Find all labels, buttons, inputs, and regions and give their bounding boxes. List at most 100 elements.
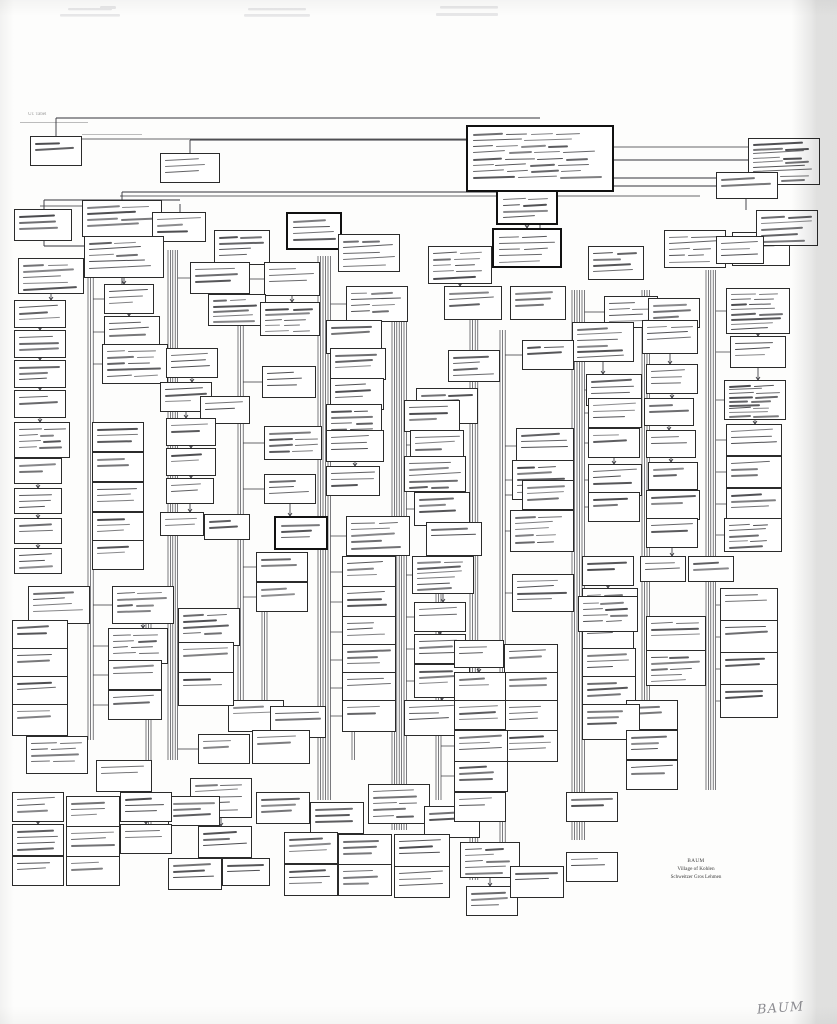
ink-stroke: [724, 630, 768, 635]
ink-stroke: [70, 837, 107, 841]
node-handwriting: [343, 587, 395, 617]
ink-stroke: [537, 516, 562, 518]
ink-stroke: [559, 176, 603, 179]
ink-stroke: [454, 264, 476, 267]
ink-stroke: [60, 742, 83, 745]
node-handwriting: [179, 643, 233, 675]
ink-stroke: [266, 377, 302, 381]
ink-stroke: [346, 603, 388, 607]
family-tree-node: [14, 300, 66, 328]
ink-stroke: [750, 540, 768, 543]
node-handwriting: [93, 483, 143, 511]
ink-stroke: [650, 627, 699, 631]
node-handwriting: [327, 467, 379, 495]
node-handwriting: [498, 192, 556, 223]
ink-stroke: [88, 264, 152, 269]
ink-stroke: [268, 491, 310, 495]
ink-stroke: [592, 503, 619, 507]
ink-stroke: [668, 236, 688, 238]
ink-stroke: [96, 529, 124, 533]
node-handwriting: [343, 645, 395, 675]
ink-stroke: [346, 662, 381, 665]
ink-stroke: [268, 443, 293, 447]
family-tree-node: [14, 422, 70, 458]
family-tree-node: [588, 246, 644, 280]
ink-stroke: [408, 485, 428, 489]
ink-stroke: [96, 427, 139, 431]
ink-stroke: [416, 576, 455, 580]
node-handwriting: [13, 621, 67, 651]
ink-stroke: [432, 251, 458, 255]
node-handwriting: [13, 857, 63, 885]
ink-stroke: [164, 523, 196, 527]
ink-stroke: [172, 869, 206, 873]
ink-stroke: [730, 499, 777, 503]
ink-stroke: [330, 448, 369, 451]
node-handwriting: [731, 337, 785, 367]
ink-stroke: [136, 591, 162, 594]
ink-stroke: [16, 847, 54, 852]
family-tree-node: [14, 360, 66, 388]
ink-stroke: [350, 522, 376, 524]
node-handwriting: [253, 731, 309, 763]
node-handwriting: [327, 431, 383, 461]
node-handwriting: [339, 835, 391, 865]
ink-stroke: [18, 428, 43, 430]
node-handwriting: [15, 549, 61, 573]
ink-stroke: [452, 373, 494, 377]
ink-stroke: [432, 275, 476, 280]
ink-stroke: [398, 870, 443, 875]
ink-stroke: [170, 352, 209, 357]
family-tree-node: [504, 672, 558, 704]
ink-stroke: [668, 240, 718, 245]
ink-stroke: [16, 715, 51, 719]
ink-stroke: [592, 497, 629, 501]
ink-stroke: [70, 801, 106, 805]
ink-stroke: [274, 711, 319, 715]
ink-stroke: [408, 712, 439, 715]
family-tree-node: [640, 556, 686, 582]
node-handwriting: [511, 511, 573, 551]
family-tree-node: [404, 700, 462, 736]
ink-stroke: [16, 861, 51, 865]
node-handwriting: [589, 493, 639, 521]
ink-stroke: [780, 179, 805, 183]
ink-stroke: [448, 291, 490, 295]
node-handwriting: [13, 705, 67, 735]
family-tree-node: [12, 648, 68, 680]
ink-stroke: [760, 226, 803, 231]
node-handwriting: [167, 349, 217, 377]
node-handwriting: [265, 427, 321, 459]
ink-stroke: [350, 292, 368, 294]
ink-stroke: [314, 807, 353, 811]
ink-stroke: [688, 254, 704, 257]
ink-stroke: [372, 814, 395, 817]
ink-stroke: [752, 150, 804, 155]
ink-stroke: [514, 540, 536, 544]
family-tree-node: [646, 364, 698, 394]
family-tree-node: [178, 672, 234, 706]
ink-stroke: [350, 532, 396, 537]
ink-stroke: [39, 446, 63, 449]
ink-stroke: [399, 802, 417, 805]
ink-stroke: [472, 138, 523, 142]
ink-stroke: [18, 462, 56, 467]
ink-stroke: [226, 869, 260, 873]
ink-stroke: [342, 869, 374, 872]
node-handwriting: [727, 425, 781, 455]
ink-stroke: [30, 741, 58, 744]
ink-stroke: [342, 845, 378, 849]
ink-stroke: [330, 410, 352, 413]
ink-stroke: [170, 483, 201, 487]
ink-stroke: [498, 248, 521, 251]
ink-stroke: [690, 236, 717, 239]
ink-stroke: [70, 831, 115, 834]
ink-stroke: [342, 256, 395, 261]
family-tree-node: [646, 430, 696, 458]
ink-stroke: [256, 741, 292, 745]
family-tree-node: [626, 760, 678, 790]
ink-stroke: [202, 745, 229, 749]
ink-stroke: [34, 146, 74, 151]
ink-stroke: [592, 409, 636, 413]
ink-stroke: [464, 865, 506, 869]
